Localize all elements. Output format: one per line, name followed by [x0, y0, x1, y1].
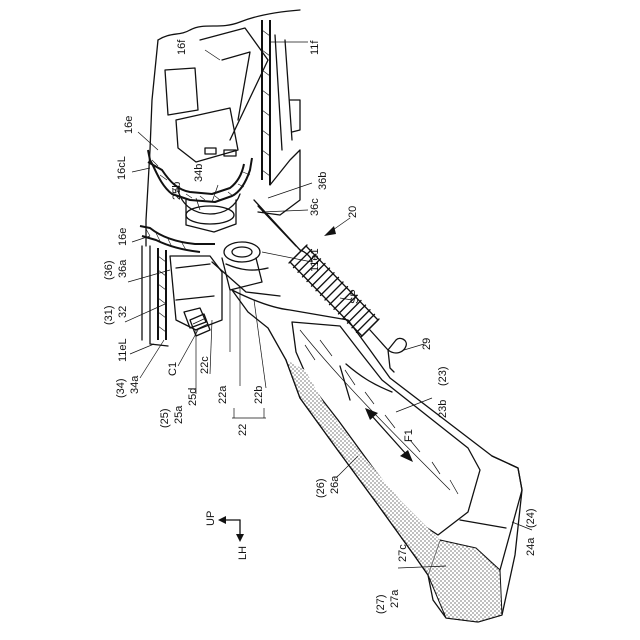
- label-22a: 22a: [217, 385, 229, 404]
- label-25a: 25a: [173, 405, 185, 424]
- label-22b: 22b: [253, 386, 265, 404]
- label-20: 20: [347, 206, 359, 218]
- label-34-paren: (34): [115, 378, 127, 398]
- label-36a: 36a: [117, 259, 129, 278]
- label-C1: C1: [167, 362, 179, 376]
- label-22: 22: [237, 424, 249, 436]
- label-36-paren: (36): [103, 260, 115, 280]
- pointer-arrow-20: [324, 218, 350, 236]
- lower-bracket: [140, 226, 222, 346]
- spring-lower-hook: [370, 330, 406, 372]
- label-29: 29: [421, 338, 433, 350]
- orientation-indicator: [218, 516, 244, 542]
- label-11eL: 11eL: [117, 338, 129, 362]
- label-36c: 36c: [309, 198, 321, 216]
- label-UP: UP: [205, 511, 217, 526]
- label-36b: 36b: [317, 172, 329, 190]
- label-31-paren: (31): [103, 305, 115, 325]
- label-27-paren: (27): [375, 594, 387, 614]
- label-23-paren: (23): [437, 366, 449, 386]
- label-32: 32: [117, 306, 129, 318]
- label-27a: 27a: [389, 589, 401, 608]
- label-16e-bottom: 16e: [117, 228, 129, 246]
- label-23b: 23b: [437, 400, 449, 418]
- label-25d: 25d: [187, 388, 199, 406]
- label-16f: 16f: [176, 39, 188, 55]
- label-24a: 24a: [525, 537, 537, 556]
- label-25-paren: (25): [159, 408, 171, 428]
- label-34b: 34b: [193, 164, 205, 182]
- kickstand-arm: [232, 290, 522, 622]
- label-LH: LH: [237, 546, 249, 560]
- label-25b: 25b: [171, 182, 183, 200]
- label-24-paren: (24): [525, 508, 537, 528]
- label-16cL: 16cL: [116, 156, 128, 180]
- label-F1: F1: [403, 429, 415, 442]
- label-34a: 34a: [129, 375, 141, 394]
- label-26a: 26a: [329, 475, 341, 494]
- reference-labels: 16f 11f 16e 16cL 25b 34b 36b 36c 20 16e …: [103, 39, 537, 614]
- pivot-assembly: [212, 200, 312, 296]
- label-26-paren: (26): [315, 478, 327, 498]
- label-16e-top: 16e: [123, 116, 135, 134]
- label-11f: 11f: [309, 40, 321, 55]
- label-11e1: 11e1: [309, 248, 321, 272]
- frame-body: [146, 10, 300, 246]
- label-22c: 22c: [199, 356, 211, 374]
- label-SP: SP: [349, 289, 361, 304]
- label-27c: 27c: [397, 544, 409, 562]
